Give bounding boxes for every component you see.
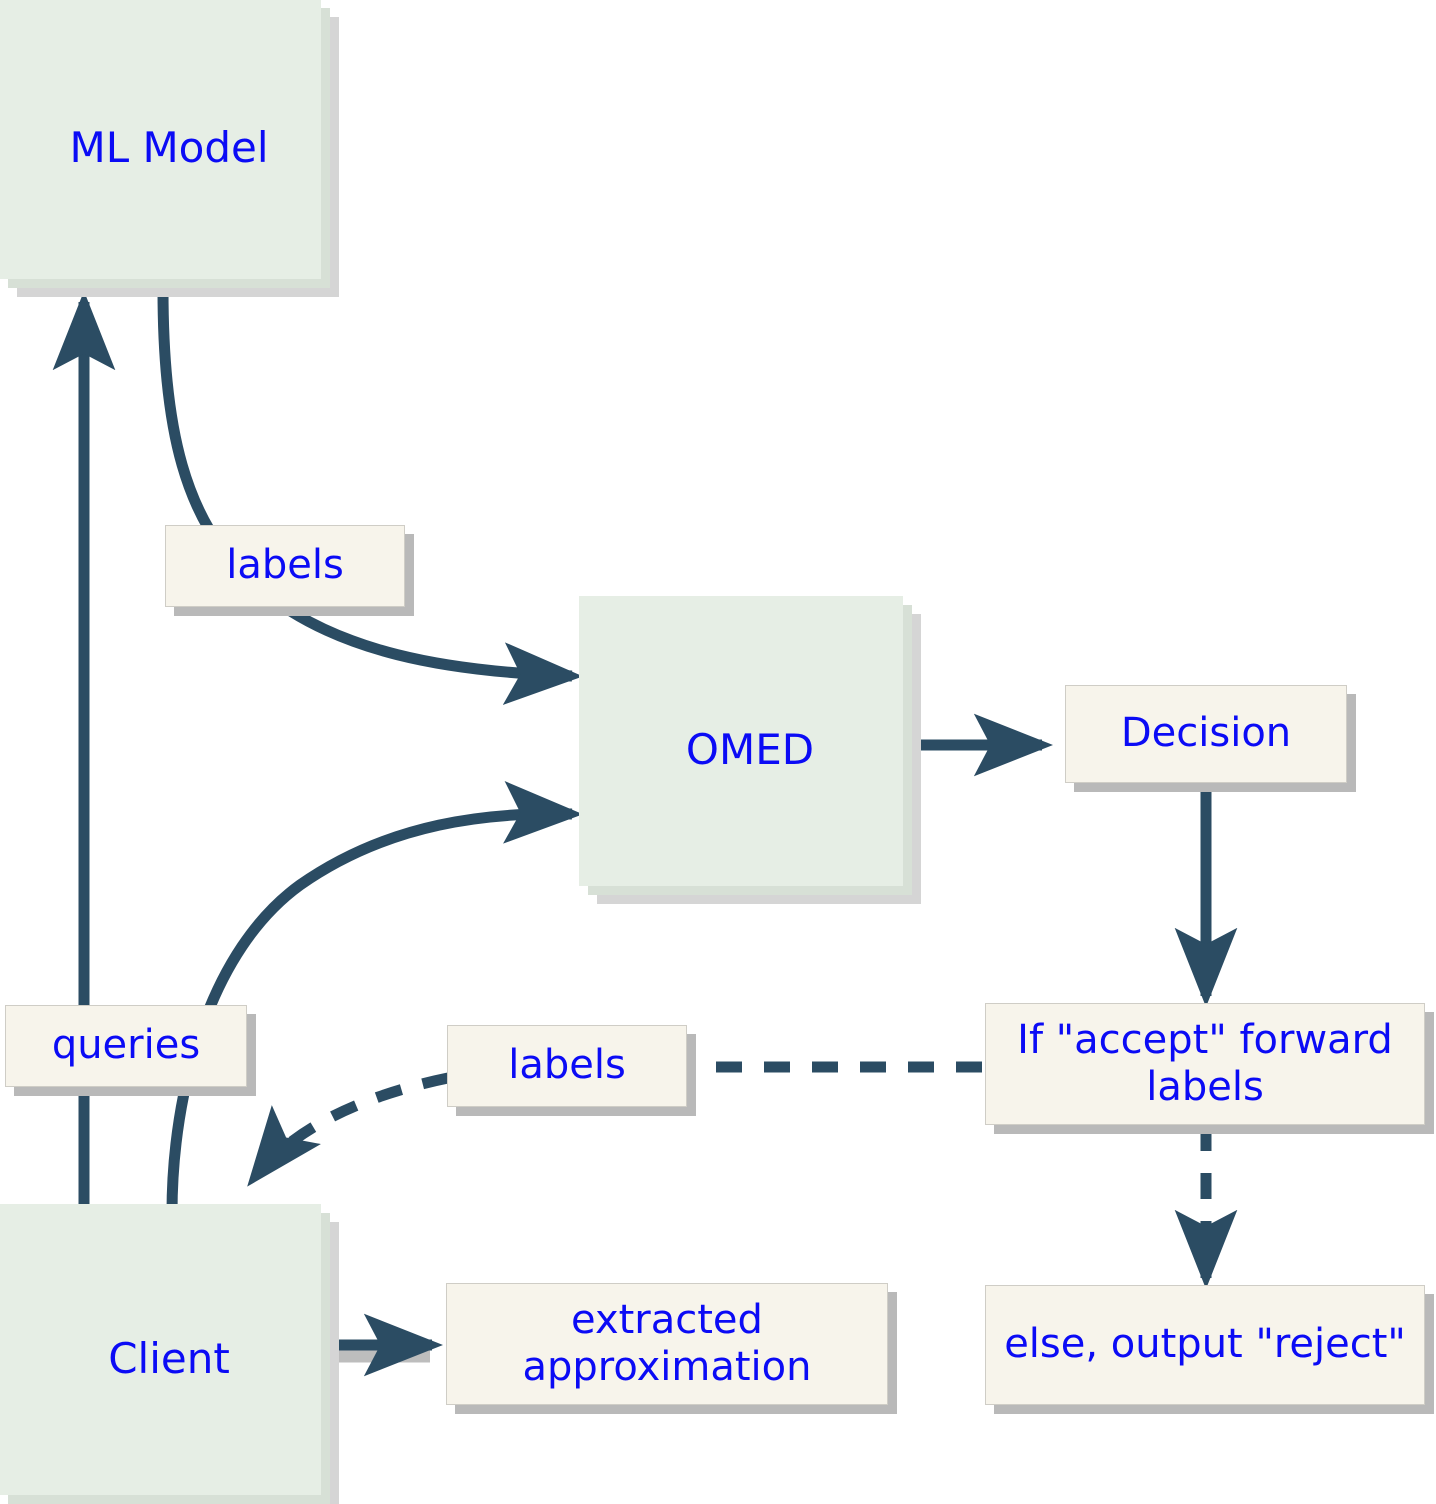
node-ml-model-label: ML Model <box>69 123 269 173</box>
node-ml-model[interactable]: ML Model <box>0 0 330 288</box>
node-if-accept-line1: If "accept" forward <box>1017 1016 1393 1063</box>
node-queries[interactable]: queries <box>5 1005 247 1087</box>
node-client-label: Client <box>108 1333 230 1383</box>
node-omed[interactable]: OMED <box>579 596 912 895</box>
node-labels-top[interactable]: labels <box>165 525 405 607</box>
node-if-accept-line2: labels <box>1146 1064 1264 1110</box>
node-decision[interactable]: Decision <box>1065 685 1347 783</box>
node-decision-label: Decision <box>1120 710 1292 757</box>
node-labels-top-label: labels <box>226 542 344 589</box>
node-queries-label: queries <box>51 1022 201 1069</box>
node-else-reject-label: else, output "reject" <box>1004 1321 1406 1368</box>
edge-mlmodel-to-omed <box>157 289 583 705</box>
edge-labels-to-client <box>247 1072 450 1187</box>
node-else-output-reject[interactable]: else, output "reject" <box>985 1285 1425 1405</box>
node-omed-label: OMED <box>685 725 815 775</box>
node-labels-mid-label: labels <box>508 1042 626 1089</box>
node-extracted-line1: extracted <box>571 1296 763 1343</box>
node-client[interactable]: Client <box>0 1204 330 1504</box>
node-labels-mid[interactable]: labels <box>447 1025 687 1107</box>
node-extracted-line2: approximation <box>522 1344 812 1390</box>
